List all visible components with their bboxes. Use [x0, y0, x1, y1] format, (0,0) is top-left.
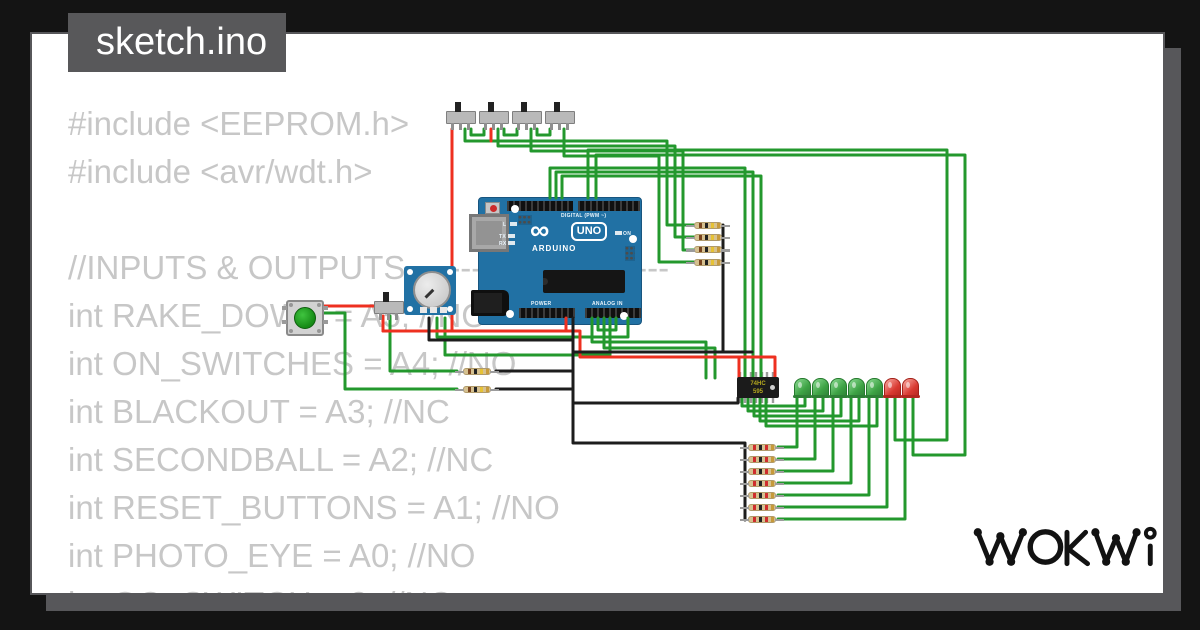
on-led [615, 231, 622, 235]
potentiometer-knob[interactable] [413, 271, 451, 309]
mount-hole [511, 205, 519, 213]
usb-connector [469, 214, 509, 252]
resistor[interactable] [740, 443, 784, 451]
code-line: int PHOTO_EYE = A0; //NO [68, 537, 476, 574]
led-green[interactable] [847, 378, 866, 398]
switch-lever[interactable] [455, 102, 461, 112]
atmega-chip [543, 270, 625, 293]
icsp-pins-top [518, 215, 532, 225]
resistor[interactable] [740, 491, 784, 499]
switch-lever[interactable] [383, 292, 389, 302]
analog-in-label: ANALOG IN [592, 301, 623, 307]
switch-lever[interactable] [488, 102, 494, 112]
arduino-brand-label: ARDUINO [532, 244, 577, 253]
chip-label-line1: 74HC [750, 381, 766, 387]
digital-header-right[interactable] [578, 201, 640, 211]
resistor[interactable] [740, 467, 784, 475]
slide-switch-1[interactable] [446, 102, 476, 130]
resistor[interactable] [686, 258, 730, 266]
chip-dot [770, 385, 775, 390]
led-green[interactable] [811, 378, 830, 398]
digital-label: DIGITAL (PWM ~) [561, 213, 607, 219]
led-green[interactable] [793, 378, 812, 398]
slide-switch-3[interactable] [512, 102, 542, 130]
rx-label: RX [499, 241, 507, 247]
editor-canvas: #include <EEPROM.h>#include <avr/wdt.h>/… [30, 32, 1165, 595]
code-block[interactable]: #include <EEPROM.h>#include <avr/wdt.h>/… [68, 100, 669, 593]
mount-hole [629, 235, 637, 243]
chip-label-line2: 595 [752, 389, 763, 395]
code-line: #include <avr/wdt.h> [68, 153, 373, 190]
rx-led [508, 241, 515, 245]
mount-hole [620, 312, 628, 320]
power-jack [471, 290, 509, 316]
led-red[interactable] [901, 378, 920, 398]
green-pushbutton[interactable] [282, 300, 328, 336]
code-line: int ON_SWITCHES = A4; //NO [68, 345, 517, 382]
resistor[interactable] [455, 386, 499, 393]
black-wires[interactable] [427, 223, 754, 522]
led-green[interactable] [865, 378, 884, 398]
l-led [510, 222, 517, 226]
l-label: L [503, 222, 507, 228]
analog-header[interactable] [585, 308, 641, 318]
green-wires[interactable] [320, 127, 967, 521]
power-header[interactable] [519, 308, 575, 318]
wokwi-logo [973, 526, 1157, 567]
resistor[interactable] [686, 246, 730, 254]
code-line: #include <EEPROM.h> [68, 105, 410, 142]
slide-switch-4[interactable] [545, 102, 575, 130]
slide-switch-2[interactable] [479, 102, 509, 130]
slide-switch-small[interactable] [374, 292, 404, 320]
code-line: int BLACKOUT = A3; //NC [68, 393, 450, 430]
shift-register-74hc595[interactable]: 74HC 595 [737, 377, 779, 398]
led-green[interactable] [829, 378, 848, 398]
digital-header-left[interactable] [507, 201, 573, 211]
file-tab[interactable]: sketch.ino [68, 13, 286, 72]
tx-label: TX [499, 234, 506, 240]
file-tab-label: sketch.ino [96, 21, 268, 63]
power-label: POWER [531, 301, 552, 307]
led-red[interactable] [883, 378, 902, 398]
code-line: int RESET_BUTTONS = A1; //NO [68, 489, 560, 526]
reset-button[interactable] [485, 202, 500, 214]
switch-lever[interactable] [554, 102, 560, 112]
code-line: int SECONDBALL = A2; //NC [68, 441, 494, 478]
resistor[interactable] [686, 233, 730, 241]
arduino-infinity-icon: ∞ [530, 215, 550, 245]
resistor[interactable] [686, 221, 730, 229]
resistor[interactable] [740, 515, 784, 523]
on-label: ON [623, 231, 632, 237]
resistor[interactable] [740, 455, 784, 463]
resistor[interactable] [455, 368, 499, 375]
code-line: int GO_SWITCH = 2; //NO [68, 580, 669, 593]
potentiometer[interactable] [404, 266, 456, 315]
mount-hole [506, 310, 514, 318]
icsp-pins-side [625, 246, 635, 261]
resistor[interactable] [740, 503, 784, 511]
switch-lever[interactable] [521, 102, 527, 112]
tx-led [508, 234, 515, 238]
pushbutton-cap[interactable] [294, 307, 316, 329]
resistor[interactable] [740, 479, 784, 487]
uno-label: UNO [571, 222, 607, 241]
arduino-uno-board[interactable]: DIGITAL (PWM ~) POWER ANALOG IN ON L TX … [469, 197, 642, 325]
